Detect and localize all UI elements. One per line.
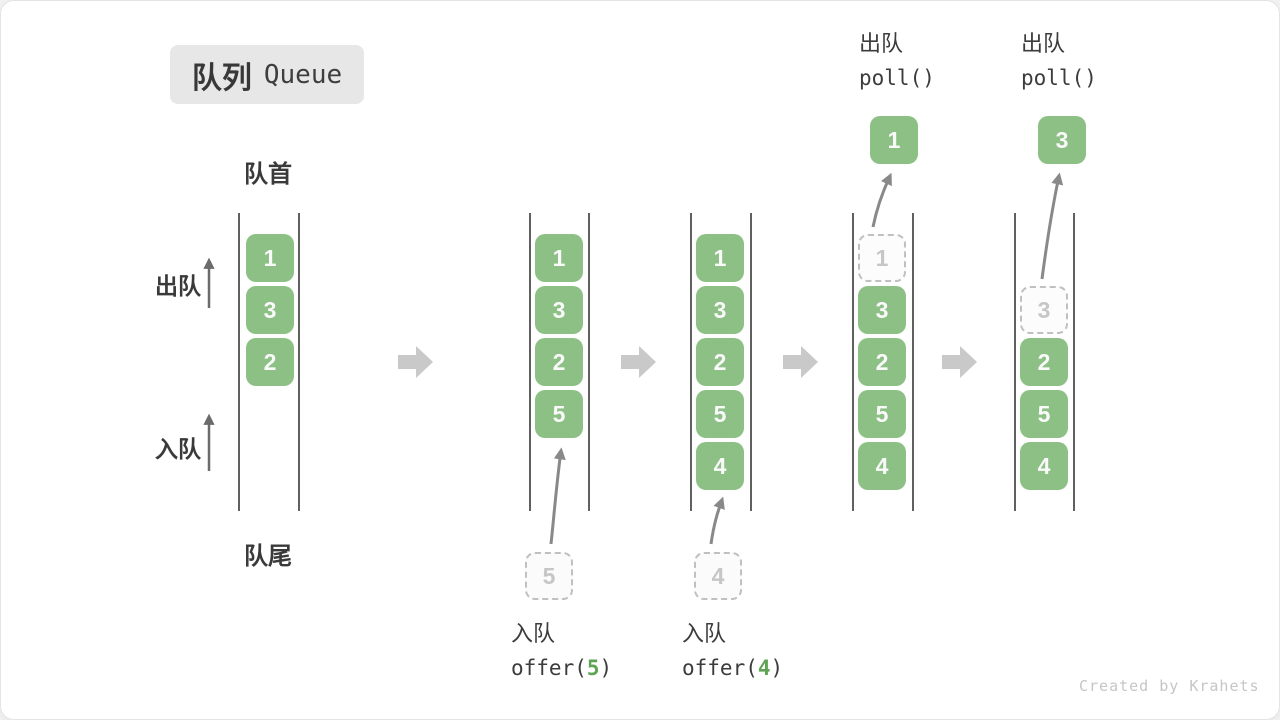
enqueue-arrow-col3-icon [709, 496, 725, 545]
queue-cell: 2 [246, 338, 294, 386]
queue-wall [529, 213, 531, 511]
queue-front-label: 队首 [244, 161, 292, 188]
queue-wall [690, 213, 692, 511]
offer-arg: 5 [586, 656, 600, 680]
title-badge: 队列 Queue [170, 45, 364, 104]
queue-cell: 3 [858, 286, 906, 334]
enqueue-arrow-col2-icon [549, 447, 566, 545]
queue-cell: 2 [535, 338, 583, 386]
queue-cell: 5 [858, 390, 906, 438]
step-arrow-icon [783, 346, 818, 378]
offer-code-post: ) [770, 656, 784, 680]
queue-cell: 5 [535, 390, 583, 438]
poll-annotation: 出队 poll() [1021, 31, 1097, 90]
side-dequeue-label: 出队 [155, 273, 201, 299]
queue-wall [1073, 213, 1075, 511]
queue-cell: 5 [696, 390, 744, 438]
queue-cell: 3 [696, 286, 744, 334]
offer-op-label: 入队 [682, 621, 727, 646]
side-enqueue-label: 入队 [155, 436, 201, 462]
title-en: Queue [263, 59, 343, 90]
offer-code-pre: offer( [511, 656, 587, 680]
step-arrow-icon [398, 346, 433, 378]
queue-cell: 2 [858, 338, 906, 386]
staged-cell: 5 [525, 552, 573, 600]
offer-arg: 4 [757, 656, 771, 680]
dequeue-arrow-col5-icon [1040, 172, 1064, 280]
queue-cell: 4 [858, 442, 906, 490]
queue-cell: 4 [696, 442, 744, 490]
offer-code-post: ) [599, 656, 613, 680]
queue-cell: 1 [535, 234, 583, 282]
offer-op-label: 入队 [511, 621, 556, 646]
queue-cell: 2 [1020, 338, 1068, 386]
offer-code: offer(5) [511, 656, 612, 680]
popped-cell: 3 [1038, 116, 1086, 164]
queue-wall [588, 213, 590, 511]
queue-cell: 1 [696, 234, 744, 282]
offer-annotation: 入队 offer(4) [682, 621, 783, 680]
queue-cell: 2 [696, 338, 744, 386]
poll-annotation: 出队 poll() [859, 31, 935, 90]
popped-cell: 1 [870, 116, 918, 164]
queue-wall [912, 213, 914, 511]
removed-cell: 1 [858, 234, 906, 282]
queue-wall [238, 213, 240, 511]
queue-wall [750, 213, 752, 511]
queue-cell: 5 [1020, 390, 1068, 438]
queue-wall [852, 213, 854, 511]
offer-annotation: 入队 offer(5) [511, 621, 612, 680]
dequeue-arrow-col4-icon [871, 172, 892, 228]
poll-code: poll() [1021, 66, 1097, 90]
queue-rear-label: 队尾 [244, 543, 292, 570]
queue-wall [1014, 213, 1016, 511]
watermark: Created by Krahets [1079, 677, 1260, 695]
poll-code: poll() [859, 66, 935, 90]
title-zh: 队列 [191, 61, 252, 95]
poll-op-label: 出队 [859, 31, 904, 56]
queue-cell: 1 [246, 234, 294, 282]
removed-cell: 3 [1020, 286, 1068, 334]
queue-cell: 3 [246, 286, 294, 334]
staged-cell: 4 [694, 552, 742, 600]
step-arrow-icon [942, 346, 977, 378]
offer-code-pre: offer( [682, 656, 758, 680]
offer-code: offer(4) [682, 656, 783, 680]
queue-cell: 4 [1020, 442, 1068, 490]
poll-op-label: 出队 [1021, 31, 1066, 56]
queue-cell: 3 [535, 286, 583, 334]
queue-wall [298, 213, 300, 511]
step-arrow-icon [621, 346, 656, 378]
